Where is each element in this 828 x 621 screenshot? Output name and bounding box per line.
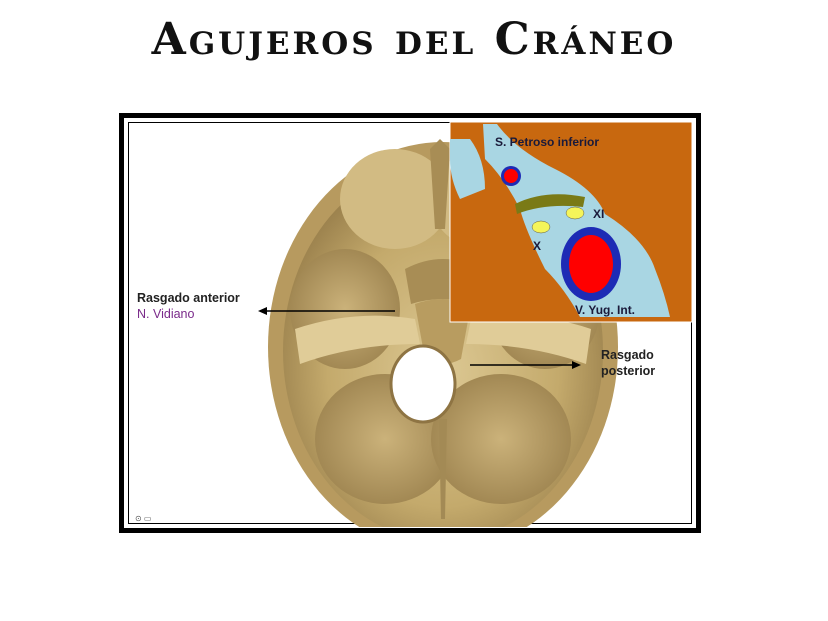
label-rasgado-posterior-line1: Rasgado bbox=[601, 348, 654, 362]
petrous-ridge-left bbox=[295, 315, 420, 364]
inset-jugular-vein-core bbox=[569, 235, 613, 293]
figure-canvas: Rasgado anterior N. Vidiano Rasgado post… bbox=[124, 118, 696, 528]
inset-nerve-xi bbox=[565, 206, 585, 220]
anterior-fossa-left bbox=[340, 149, 450, 249]
skull-base-illustration bbox=[258, 121, 693, 527]
arrowhead-rasgado-anterior bbox=[258, 307, 267, 315]
petrous-ridge-right bbox=[466, 315, 591, 364]
inset-label-xi: XI bbox=[593, 207, 605, 221]
arrowhead-rasgado-posterior bbox=[572, 361, 581, 369]
posterior-fossa-right bbox=[431, 374, 571, 504]
figure-frame: Rasgado anterior N. Vidiano Rasgado post… bbox=[119, 113, 701, 533]
label-n-vidiano: N. Vidiano bbox=[137, 307, 195, 321]
crista-galli bbox=[430, 139, 450, 229]
inset-nerve-x bbox=[531, 220, 551, 234]
inset-channel bbox=[483, 124, 670, 317]
inset-green-band bbox=[515, 194, 585, 214]
occipital-crest bbox=[439, 419, 447, 519]
inset-label-s-petroso: S. Petroso inferior bbox=[495, 135, 600, 149]
player-control-icon[interactable]: ⊙ ▭ bbox=[135, 514, 152, 523]
label-rasgado-posterior-line2: posterior bbox=[601, 364, 656, 378]
page-title: Agujeros del Cráneo bbox=[151, 14, 677, 65]
label-rasgado-anterior: Rasgado anterior bbox=[137, 291, 240, 305]
inset-label-v-yug: V. Yug. Int. bbox=[575, 303, 636, 317]
inset-petroso-vein-core bbox=[504, 169, 518, 183]
inset-channel-upper bbox=[450, 139, 485, 199]
inset-label-x: X bbox=[533, 239, 542, 253]
foramen-magnum bbox=[389, 344, 457, 424]
